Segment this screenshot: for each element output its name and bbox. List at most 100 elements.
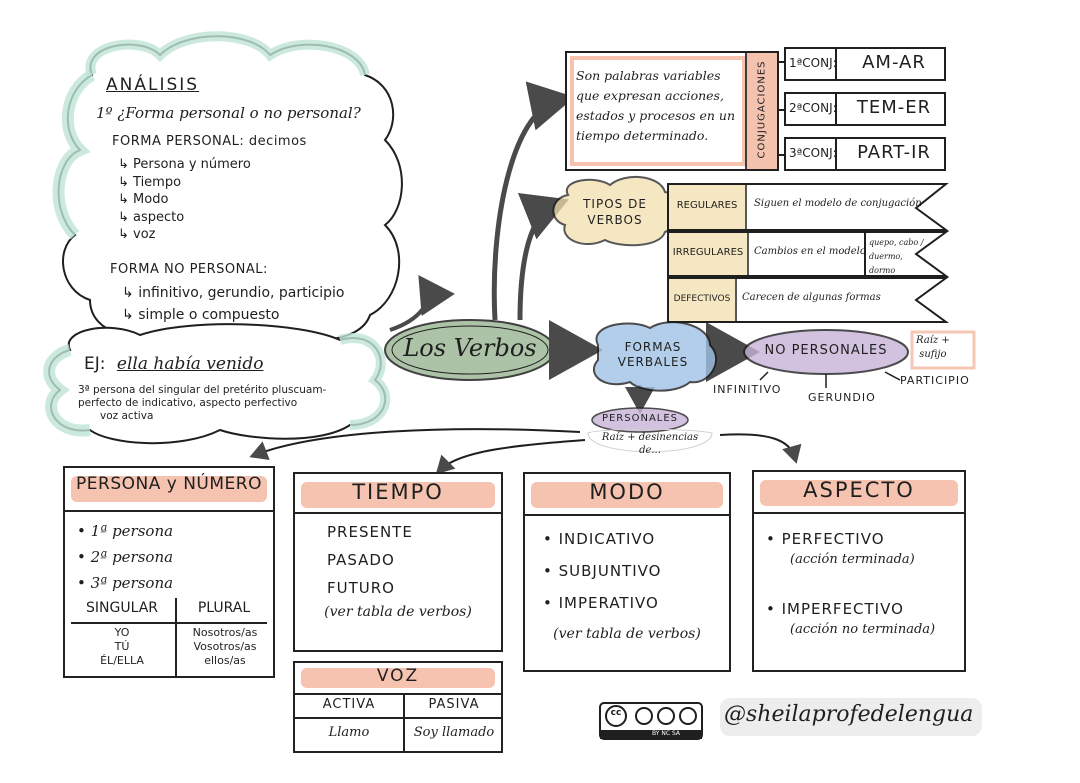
conj-2-label: 2ªCONJ: — [789, 101, 837, 115]
arrow-to-tipos — [517, 192, 569, 321]
persona-header: PERSONA y NÚMERO — [65, 468, 273, 508]
definition-line: tiempo determinado. — [576, 128, 709, 143]
example-prefix: EJ: — [84, 354, 106, 374]
analysis-question: 1º ¿Forma personal o no personal? — [96, 104, 361, 122]
list-item: ↳ infinitivo, gerundio, participio — [122, 285, 345, 301]
formas-line: VERBALES — [617, 355, 689, 369]
tipo-irregulares-desc: Cambios en el modelo — [754, 246, 866, 257]
modo-title: MODO — [589, 480, 665, 504]
voz-val-pasiva: Soy llamado — [413, 725, 495, 740]
raiz-sufijo: Raíz + sufijo — [916, 334, 950, 362]
conj-2-value: TEM-ER — [856, 97, 932, 118]
plural-header: PLURAL — [197, 600, 251, 616]
tiempo-item: PASADO — [327, 551, 395, 569]
arrow-to-definition — [491, 81, 575, 321]
cc-sub: BY NC SA — [652, 730, 680, 737]
aspecto-title: ASPECTO — [803, 478, 915, 502]
no-personal-list: ↳ infinitivo, gerundio, participio ↳ sim… — [122, 282, 344, 326]
aspecto-item-1-sub: (acción terminada) — [790, 552, 915, 567]
voz-box: VOZ ACTIVA PASIVA Llamo Soy llamado — [293, 661, 503, 753]
definition-line: que expresan acciones, — [576, 88, 724, 103]
no-personal-label: FORMA NO PERSONAL: — [110, 262, 268, 277]
definition-line: Son palabras variables — [576, 68, 721, 83]
center-title: Los Verbos — [403, 334, 537, 362]
persona-box: PERSONA y NÚMERO • 1ª persona • 2ª perso… — [63, 466, 275, 678]
tipos-line: VERBOS — [587, 213, 643, 227]
voz-title: VOZ — [376, 666, 420, 686]
definition-text: Son palabras variables que expresan acci… — [576, 66, 735, 146]
personal-label: FORMA PERSONAL: decimos — [112, 134, 307, 149]
tiempo-box: TIEMPO PRESENTE PASADO FUTURO (ver tabla… — [293, 472, 503, 652]
tiempo-list: PRESENTE PASADO FUTURO — [327, 518, 413, 602]
modo-header: MODO — [525, 474, 729, 514]
gerundio-label: GERUNDIO — [808, 391, 876, 404]
plural-list: Nosotros/as Vosotros/as ellos/as — [177, 626, 273, 668]
singular-header: SINGULAR — [85, 600, 158, 616]
personal-list: ↳ Persona y número ↳ Tiempo ↳ Modo ↳ asp… — [118, 156, 251, 244]
example-line: 3ª persona del singular del pretérito pl… — [78, 384, 327, 396]
analysis-title: ANÁLISIS — [106, 75, 200, 95]
aspecto-item-1: • PERFECTIVO — [766, 530, 885, 548]
voz-header: VOZ — [295, 663, 501, 693]
arrow-to-persona — [249, 428, 581, 461]
singular-item: TÚ — [114, 640, 130, 653]
tiempo-item: FUTURO — [327, 579, 395, 597]
tipos-line: TIPOS DE — [583, 197, 647, 211]
modo-item-2: • SUBJUNTIVO — [543, 562, 662, 580]
conjugaciones-label: CONJUGACIONES — [756, 60, 768, 159]
persona-title: PERSONA y NÚMERO — [76, 474, 262, 494]
tipo-irregulares-label: IRREGULARES — [672, 247, 744, 258]
definition-line: estados y procesos en un — [576, 108, 735, 123]
modo-item-3: • IMPERATIVO — [543, 594, 659, 612]
tipo-regulares-label: REGULARES — [676, 200, 738, 211]
singular-list: YO TÚ ÉL/ELLA — [71, 626, 173, 668]
list-item: ↳ simple o compuesto — [122, 307, 280, 323]
infinitivo-label: INFINITIVO — [713, 383, 782, 396]
modo-item-1: • INDICATIVO — [543, 530, 656, 548]
tiempo-header: TIEMPO — [295, 474, 501, 514]
voz-val-activa: Llamo — [328, 725, 370, 740]
aspecto-item-2: • IMPERFECTIVO — [766, 600, 904, 618]
conj-1-label: 1ªCONJ: — [789, 56, 837, 70]
list-item: ↳ Tiempo — [118, 174, 182, 190]
example-line: voz activa — [100, 410, 154, 422]
personales-line: Raíz + desinencias — [601, 432, 699, 443]
tipo-defectivos-label: DEFECTIVOS — [673, 294, 731, 304]
tiempo-note: (ver tabla de verbos) — [324, 604, 472, 620]
participio-label: PARTICIPIO — [900, 374, 970, 387]
modo-note: (ver tabla de verbos) — [553, 626, 701, 642]
arrow-to-tiempo — [435, 439, 586, 475]
formas-cloud — [592, 321, 717, 392]
conj-1-value: AM-AR — [862, 52, 926, 73]
list-item: ↳ voz — [118, 227, 156, 242]
example-sentence-row: EJ: ella había venido — [84, 354, 263, 374]
voz-col-activa: ACTIVA — [322, 697, 376, 712]
plural-item: Vosotros/as — [193, 640, 257, 653]
tipo-defectivos-desc: Carecen de algunas formas — [742, 292, 881, 303]
singular-item: ÉL/ELLA — [100, 654, 144, 667]
personales-label: PERSONALES — [601, 413, 679, 424]
tipos-cloud — [552, 175, 681, 247]
plural-item: ellos/as — [204, 654, 246, 667]
conj-3-label: 3ªCONJ: — [789, 146, 837, 160]
singular-item: YO — [114, 626, 130, 639]
example-explanation: 3ª persona del singular del pretérito pl… — [78, 384, 326, 423]
list-item: ↳ Persona y número — [118, 157, 251, 172]
tipos-bubble-text: TIPOS DE VERBOS — [568, 196, 662, 228]
author-handle: @sheilaprofedelengua — [724, 702, 974, 727]
modo-box: MODO • INDICATIVO • SUBJUNTIVO • IMPERAT… — [523, 472, 731, 672]
voz-col-pasiva: PASIVA — [428, 697, 480, 712]
personales-line: de... — [639, 445, 661, 456]
aspecto-box: ASPECTO • PERFECTIVO (acción terminada) … — [752, 470, 966, 672]
persona-item-1: • 1ª persona — [77, 522, 174, 540]
conj-3-value: PART-IR — [857, 142, 931, 163]
example-sentence: ella había venido — [116, 354, 264, 374]
personales-sub: Raíz + desinencias de... — [588, 431, 712, 457]
aspecto-header: ASPECTO — [754, 472, 964, 512]
list-item: ↳ aspecto — [118, 209, 185, 225]
no-personales-label: NO PERSONALES — [764, 343, 888, 358]
personales-oval — [591, 407, 689, 433]
plural-item: Nosotros/as — [192, 626, 258, 639]
raiz-line: sufijo — [919, 349, 947, 360]
